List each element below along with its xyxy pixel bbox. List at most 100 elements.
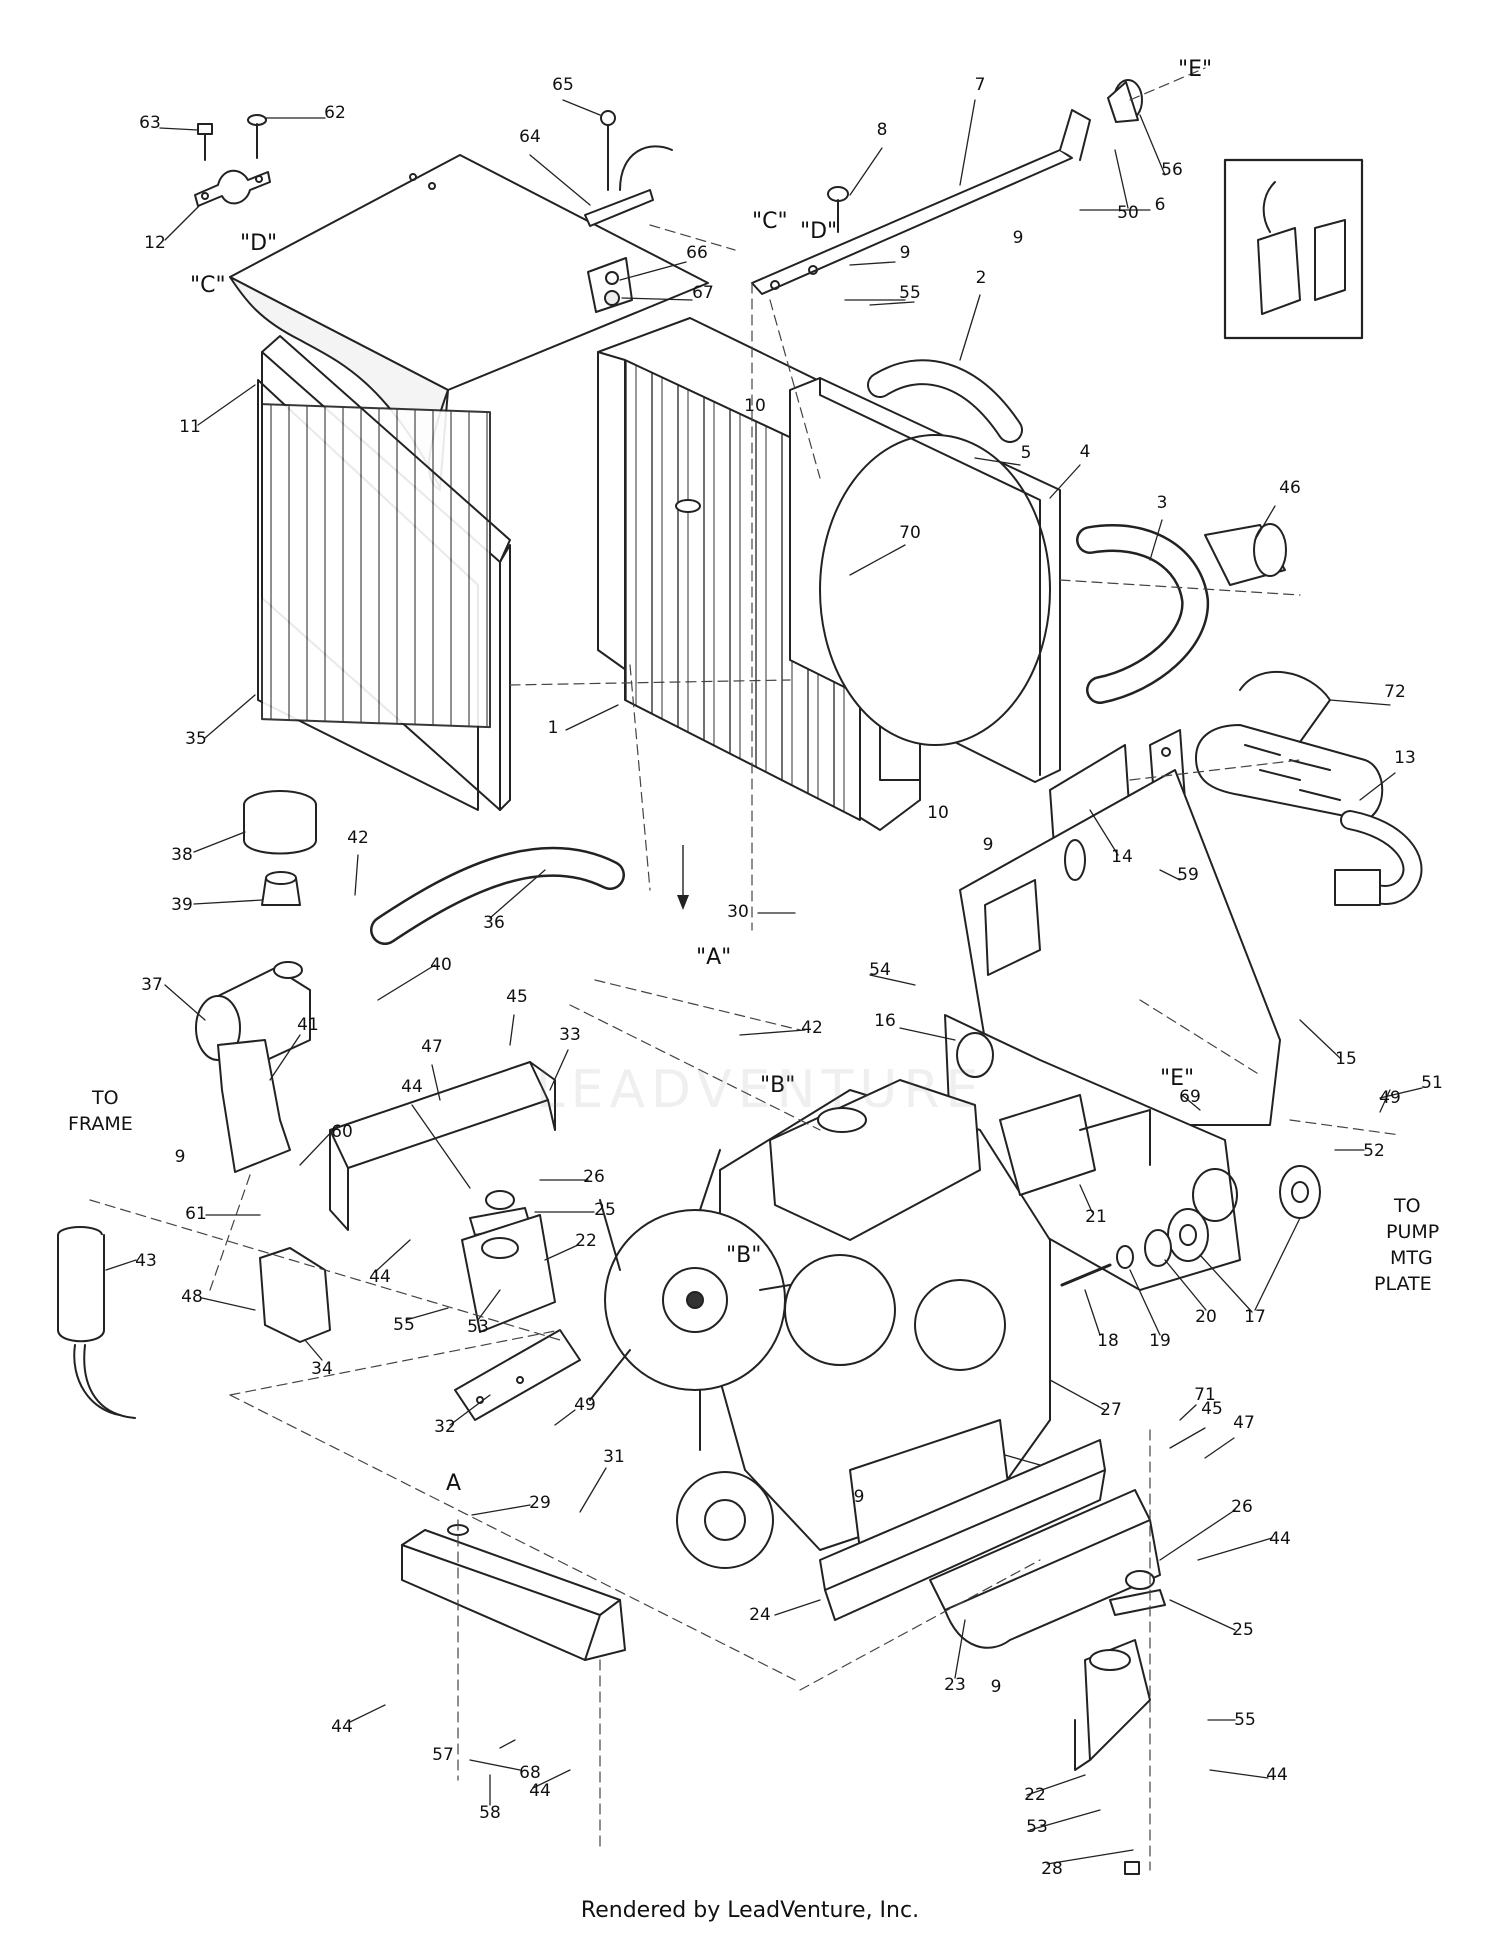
callout-8: 8 [877, 120, 888, 140]
callout-43: 43 [135, 1251, 157, 1271]
callout-9: 9 [854, 1487, 865, 1507]
callout-29: 29 [529, 1493, 551, 1513]
fan-shroud [789, 377, 1061, 783]
callout-38: 38 [171, 845, 193, 865]
callout-23: 23 [944, 1675, 966, 1695]
callout-56: 56 [1161, 160, 1183, 180]
callout-46: 46 [1279, 478, 1301, 498]
callout-62: 62 [324, 103, 346, 123]
mount-bracket-33 [329, 1061, 556, 1231]
note-to-pump-line-2: PUMP [1386, 1221, 1439, 1243]
callout-67: 67 [692, 283, 714, 303]
note-to-frame-line-2: FRAME [68, 1113, 133, 1135]
note-to-pump-mtg-plate: TO PUMP MTG PLATE [1374, 1195, 1439, 1295]
callout-59: 59 [1177, 865, 1199, 885]
ref-D-2: "D" [800, 219, 837, 244]
front-grille [257, 335, 511, 811]
callout-45: 45 [506, 987, 528, 1007]
note-to-pump-line-3: MTG [1390, 1247, 1433, 1269]
callout-44: 44 [1269, 1529, 1291, 1549]
ref-C-1: "C" [190, 273, 226, 298]
callout-21: 21 [1085, 1207, 1107, 1227]
callout-41: 41 [297, 1015, 319, 1035]
callout-51: 51 [1421, 1073, 1443, 1093]
callout-58: 58 [479, 1803, 501, 1823]
callout-64: 64 [519, 127, 541, 147]
ref-E-2: "E" [1160, 1066, 1194, 1091]
assembly-guide-lines [89, 67, 1401, 1871]
callout-47: 47 [1233, 1413, 1255, 1433]
thermostat-bracket [217, 1039, 291, 1173]
bolt-62 [247, 114, 267, 159]
callout-10: 10 [927, 803, 949, 823]
callout-63: 63 [139, 113, 161, 133]
callout-49: 49 [574, 1395, 596, 1415]
callout-69: 69 [1179, 1087, 1201, 1107]
callout-55: 55 [899, 283, 921, 303]
callout-72: 72 [1384, 682, 1406, 702]
callout-9: 9 [991, 1677, 1002, 1697]
pressure-cap [243, 790, 317, 855]
callout-25: 25 [594, 1200, 616, 1220]
footer-credit: Rendered by LeadVenture, Inc. [580, 1898, 920, 1923]
callout-7: 7 [975, 75, 986, 95]
callout-5: 5 [1021, 443, 1032, 463]
note-to-pump-line-4: PLATE [1374, 1273, 1432, 1295]
upper-radiator-hose [867, 359, 1023, 443]
callout-45: 45 [1201, 1399, 1223, 1419]
callout-52: 52 [1363, 1141, 1385, 1161]
bolt-63 [197, 123, 213, 161]
callout-44: 44 [369, 1267, 391, 1287]
ref-B-1: "B" [760, 1073, 795, 1098]
callout-9: 9 [900, 243, 911, 263]
callout-47: 47 [421, 1037, 443, 1057]
callout-15: 15 [1335, 1049, 1357, 1069]
bolt-8 [827, 186, 849, 233]
callout-53: 53 [467, 1317, 489, 1337]
lower-radiator-hose [1076, 524, 1210, 704]
callout-44: 44 [401, 1077, 423, 1097]
guard-34 [259, 1247, 331, 1343]
callout-9: 9 [983, 835, 994, 855]
note-to-frame-line-1: TO [91, 1087, 119, 1109]
bracket-66-67 [587, 257, 633, 313]
reference-arrows [677, 845, 689, 910]
callout-65: 65 [552, 75, 574, 95]
engine-rail-24 [819, 1439, 1106, 1621]
engine [589, 1079, 1151, 1569]
callout-22: 22 [575, 1231, 597, 1251]
callout-9: 9 [175, 1147, 186, 1167]
isolator-25-left [469, 1190, 531, 1236]
callout-50: 50 [1117, 203, 1139, 223]
callout-39: 39 [171, 895, 193, 915]
u-bolt [1239, 670, 1331, 743]
exhaust-sleeve [1204, 523, 1287, 586]
callout-26: 26 [1231, 1497, 1253, 1517]
callout-17: 17 [1244, 1307, 1266, 1327]
muffler [1195, 724, 1423, 906]
callout-54: 54 [869, 960, 891, 980]
callout-44: 44 [331, 1717, 353, 1737]
callout-28: 28 [1041, 1859, 1063, 1879]
callout-3: 3 [1157, 493, 1168, 513]
callout-71: 71 [1194, 1385, 1216, 1405]
callout-1: 1 [548, 718, 559, 738]
callout-30: 30 [727, 902, 749, 922]
note-to-frame: TO FRAME [68, 1087, 133, 1135]
callout-20: 20 [1195, 1307, 1217, 1327]
isolator-25-right [1109, 1570, 1166, 1616]
engine-mount-22-upper [461, 1214, 556, 1333]
callout-35: 35 [185, 729, 207, 749]
callout-70: 70 [899, 523, 921, 543]
callout-37: 37 [141, 975, 163, 995]
cap-adapter [261, 871, 301, 906]
callout-31: 31 [603, 1447, 625, 1467]
callout-68: 68 [519, 1763, 541, 1783]
callout-48: 48 [181, 1287, 203, 1307]
callout-19: 19 [1149, 1331, 1171, 1351]
reference-letters: "A" A "B" "B" "C" "C" "D" "D" "E" "E" [190, 57, 1212, 1496]
callout-40: 40 [430, 955, 452, 975]
callout-25: 25 [1232, 1620, 1254, 1640]
callout-55: 55 [393, 1315, 415, 1335]
fuel-pump [57, 1226, 136, 1419]
